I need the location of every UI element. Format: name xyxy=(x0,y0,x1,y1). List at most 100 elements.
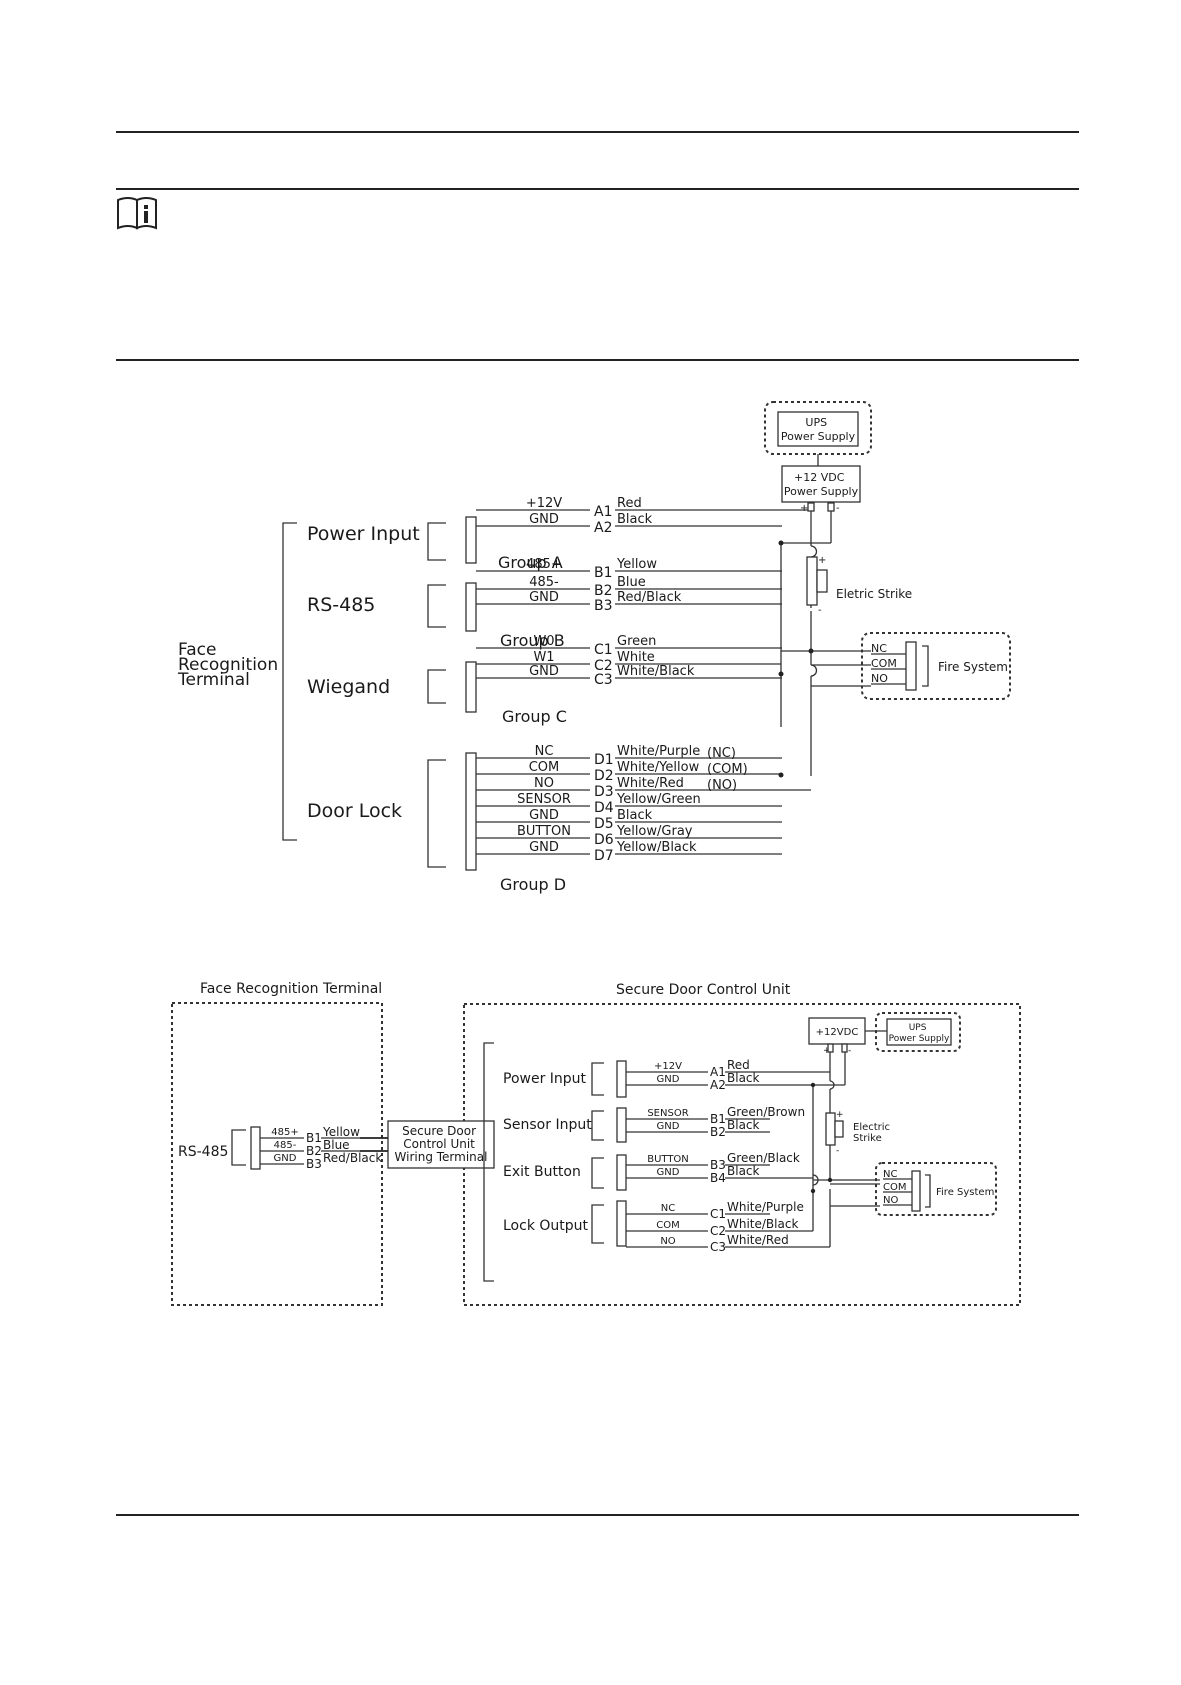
sdcu-ups-label: UPS Power Supply xyxy=(889,1023,950,1044)
psu-label: +12 VDC Power Supply xyxy=(784,471,859,498)
group-d-label: Group D xyxy=(500,875,566,894)
sensor-pin-2: GND xyxy=(657,1121,680,1132)
sdcu-section-power-input: Power Input xyxy=(503,1071,587,1087)
sdcu-junction-a2 xyxy=(810,1082,816,1088)
sdcu-psu-box xyxy=(808,1017,866,1045)
sdcu-lock-connector xyxy=(616,1200,627,1247)
wire-color-c2: White xyxy=(617,650,655,665)
sdcu-exit-bracket xyxy=(591,1157,604,1189)
pin-a2: GND xyxy=(529,512,559,527)
section-wiegand: Wiegand xyxy=(307,676,390,698)
sdcu-junction-b4 xyxy=(810,1188,816,1194)
ups-dashed-box xyxy=(764,401,872,455)
sdcu-fire-pin-lines xyxy=(883,1178,912,1206)
code-c1: C1 xyxy=(594,642,613,658)
sensor-code-1: B1 xyxy=(710,1112,726,1126)
sdcu-fire-pin-no: NO xyxy=(883,1195,898,1206)
rs-pin-1: 485+ xyxy=(271,1127,298,1138)
frt-title: Face Recognition Terminal xyxy=(200,981,382,997)
sdcu-psu-label: +12VDC xyxy=(816,1027,859,1038)
power-color-2: Black xyxy=(727,1071,760,1085)
code-b1: B1 xyxy=(594,565,613,581)
wiring-terminal-label: Secure Door Control Unit Wiring Terminal xyxy=(395,1124,488,1164)
sdcu-fire-pin-nc: NC xyxy=(883,1169,897,1180)
terminal-bracket xyxy=(282,522,297,841)
code-d3: D3 xyxy=(594,784,614,800)
ups-label: UPS Power Supply xyxy=(781,416,856,443)
pin-c3: GND xyxy=(529,664,559,679)
power-wiring xyxy=(780,511,871,776)
group-b-bracket xyxy=(427,584,446,628)
wire-color-b1: Yellow xyxy=(616,557,657,572)
group-c-connector xyxy=(465,661,477,713)
group-a-connector xyxy=(465,516,477,564)
rs-code-1: B1 xyxy=(306,1131,322,1145)
sdcu-fire-bracket xyxy=(925,1174,931,1208)
pin-d6: BUTTON xyxy=(517,824,571,839)
wire-color-b2: Blue xyxy=(617,575,646,590)
sdcu-strike-plus: + xyxy=(836,1110,844,1120)
sdcu-lock-bracket xyxy=(591,1204,604,1244)
power-color-1: Red xyxy=(727,1058,750,1072)
rs-color-3: Red/Black xyxy=(323,1151,382,1165)
sdcu-ups-box xyxy=(886,1018,952,1046)
sdcu-dashed-box xyxy=(463,1003,1021,1306)
code-c2: C2 xyxy=(594,658,613,674)
sdcu-ups-dashed-box xyxy=(875,1012,961,1052)
wire-color-d4: Yellow/Green xyxy=(616,792,701,807)
rs-color-1: Yellow xyxy=(322,1125,360,1139)
exit-color-1: Green/Black xyxy=(727,1151,800,1165)
note-rule-bottom xyxy=(116,359,1079,361)
code-d5: D5 xyxy=(594,816,614,832)
junction-a2 xyxy=(778,540,784,546)
fire-pin-com: COM xyxy=(871,657,897,670)
wire-color-d7: Yellow/Black xyxy=(616,840,697,855)
group-d-connector xyxy=(465,752,477,871)
sdcu-fire-dashed-box xyxy=(875,1162,997,1216)
strike-plus: + xyxy=(818,555,826,566)
wiring-diagram-terminal: Face Recognition Terminal Power Input RS… xyxy=(177,401,1011,894)
fire-pin-nc: NC xyxy=(871,642,887,655)
ups-box xyxy=(777,411,859,447)
sdcu-fire-pin-com: COM xyxy=(883,1182,906,1193)
rs485-connector xyxy=(250,1126,261,1170)
electric-strike-body xyxy=(806,556,818,606)
terminal-label: Face Recognition Terminal xyxy=(177,640,284,690)
wire-color-d1: White/Purple xyxy=(617,744,700,759)
wire-color-c3: White/Black xyxy=(617,664,695,679)
wire-color-d2: White/Yellow xyxy=(617,760,700,775)
sdcu-psu-plus-terminal xyxy=(827,1043,834,1053)
group-b-connector xyxy=(465,582,477,632)
lock-code-2: C2 xyxy=(710,1224,726,1238)
pin-rows: +12VA1RedGNDA2Black485+B1Yellow485-B2Blu… xyxy=(476,496,811,864)
electric-strike-bolt xyxy=(816,569,828,593)
junction-fire-nc xyxy=(808,648,814,654)
rs485-to-terminal xyxy=(360,1137,388,1152)
fire-system-label: Fire System xyxy=(938,660,1008,674)
note-info-icon xyxy=(117,197,157,230)
sdcu-bracket xyxy=(483,1042,494,1282)
group-d-bracket xyxy=(427,759,446,868)
lock-pin-2: COM xyxy=(656,1220,679,1231)
lock-code-1: C1 xyxy=(710,1207,726,1221)
rs-pin-3: GND xyxy=(274,1153,297,1164)
sdcu-fire-label: Fire System xyxy=(936,1187,994,1198)
frt-dashed-box xyxy=(171,1002,383,1306)
wiring-terminal-box xyxy=(387,1120,495,1169)
section-rs485: RS-485 xyxy=(307,594,375,616)
power-code-2: A2 xyxy=(710,1078,726,1092)
exit-pin-2: GND xyxy=(657,1167,680,1178)
sdcu-strike-bolt xyxy=(834,1120,844,1138)
psu-plus: + xyxy=(800,503,808,514)
footer-rule xyxy=(116,1514,1079,1516)
junction-c xyxy=(778,671,784,677)
sdcu-title: Secure Door Control Unit xyxy=(616,982,791,998)
sdcu-power-connector xyxy=(616,1060,627,1098)
code-c3: C3 xyxy=(594,672,613,688)
group-b-label: Group B xyxy=(500,631,565,650)
sdcu-psu-plus: + xyxy=(823,1046,831,1056)
electric-strike-label: Eletric Strike xyxy=(836,587,912,601)
fire-pin-no: NO xyxy=(871,672,888,685)
